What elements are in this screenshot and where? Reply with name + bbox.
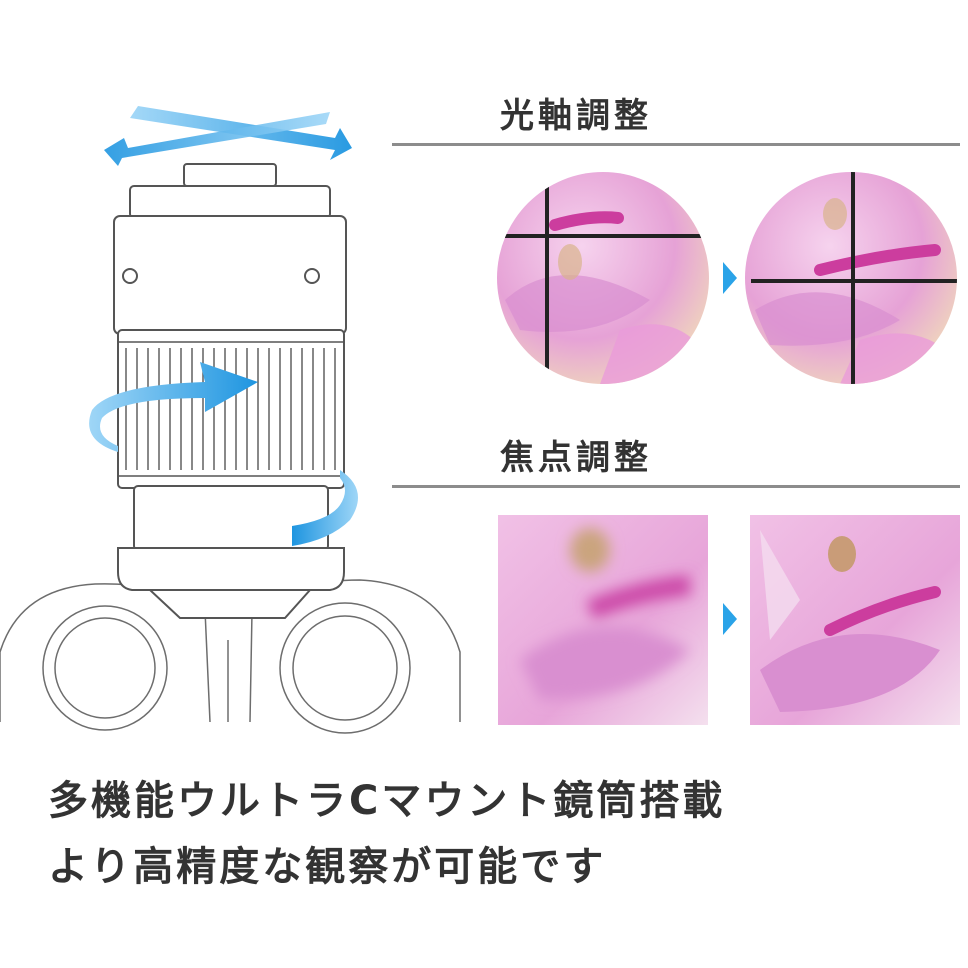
rotation-arrow-icon (89, 362, 358, 546)
lens-barrel (113, 163, 347, 619)
divider (392, 143, 960, 146)
screw-hole-icon (122, 268, 138, 284)
screw-hole-icon (304, 268, 320, 284)
caption-line-1: 多機能ウルトラCマウント鏡筒搭載 (48, 778, 726, 824)
xy-adjust-arrows-icon (104, 106, 352, 166)
divider (392, 485, 960, 488)
caption-line-2: より高精度な観察が可能です (48, 844, 607, 890)
section-title-optical-axis: 光軸調整 (500, 96, 652, 136)
section-title-focus: 焦点調整 (500, 438, 652, 478)
